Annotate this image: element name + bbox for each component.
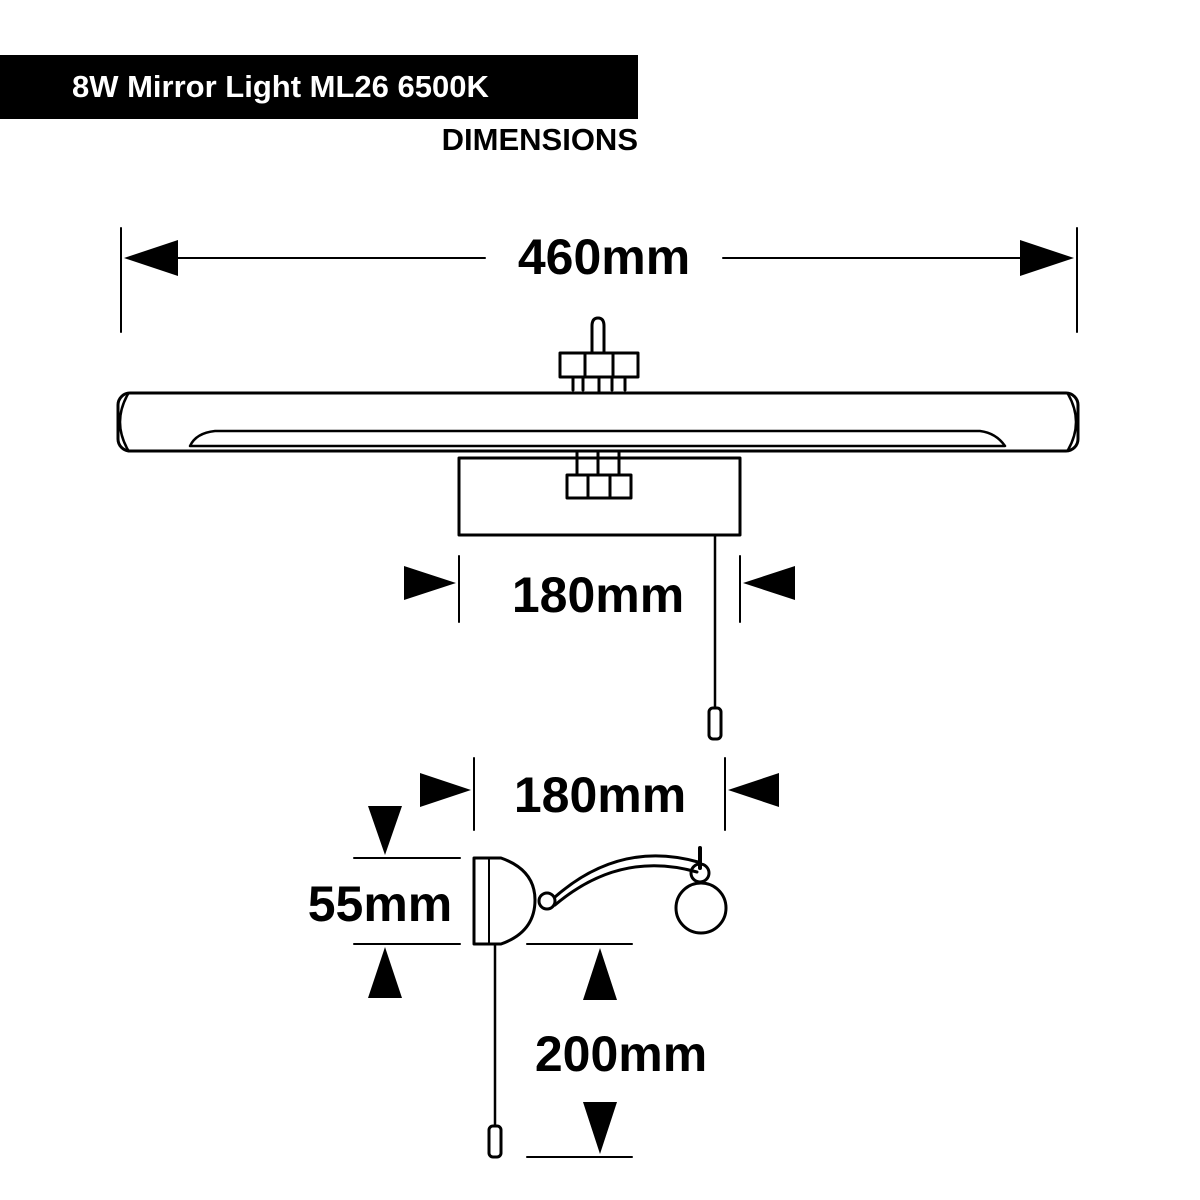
arrow-down-icon	[583, 1102, 617, 1154]
dimension-backplate-side	[420, 757, 779, 831]
dimension-total-width	[120, 227, 1078, 333]
arrow-left-icon	[743, 566, 795, 600]
product-title: 8W Mirror Light ML26 6500K	[72, 69, 489, 104]
side-view-light	[472, 846, 728, 1159]
dimension-backplate-height	[353, 806, 461, 998]
label-backplate-front: 180mm	[512, 567, 684, 623]
dimension-backplate-front	[404, 555, 795, 623]
dimensions-heading: DIMENSIONS	[441, 122, 638, 157]
arrow-left-icon	[124, 240, 178, 276]
arrow-down-icon	[368, 806, 402, 855]
front-view-light	[116, 316, 1080, 741]
label-backplate-height: 55mm	[308, 876, 453, 932]
arrow-up-icon	[368, 947, 402, 998]
arrow-left-icon	[728, 773, 779, 807]
label-total-width: 460mm	[518, 229, 690, 285]
label-arm-projection: 200mm	[535, 1026, 707, 1082]
arrow-up-icon	[583, 948, 617, 1000]
arrow-right-icon	[404, 566, 456, 600]
arrow-right-icon	[1020, 240, 1074, 276]
arrow-right-icon	[420, 773, 471, 807]
title-bar: 8W Mirror Light ML26 6500K	[0, 55, 638, 119]
label-backplate-side: 180mm	[514, 767, 686, 823]
dimension-arm-projection	[526, 943, 633, 1158]
